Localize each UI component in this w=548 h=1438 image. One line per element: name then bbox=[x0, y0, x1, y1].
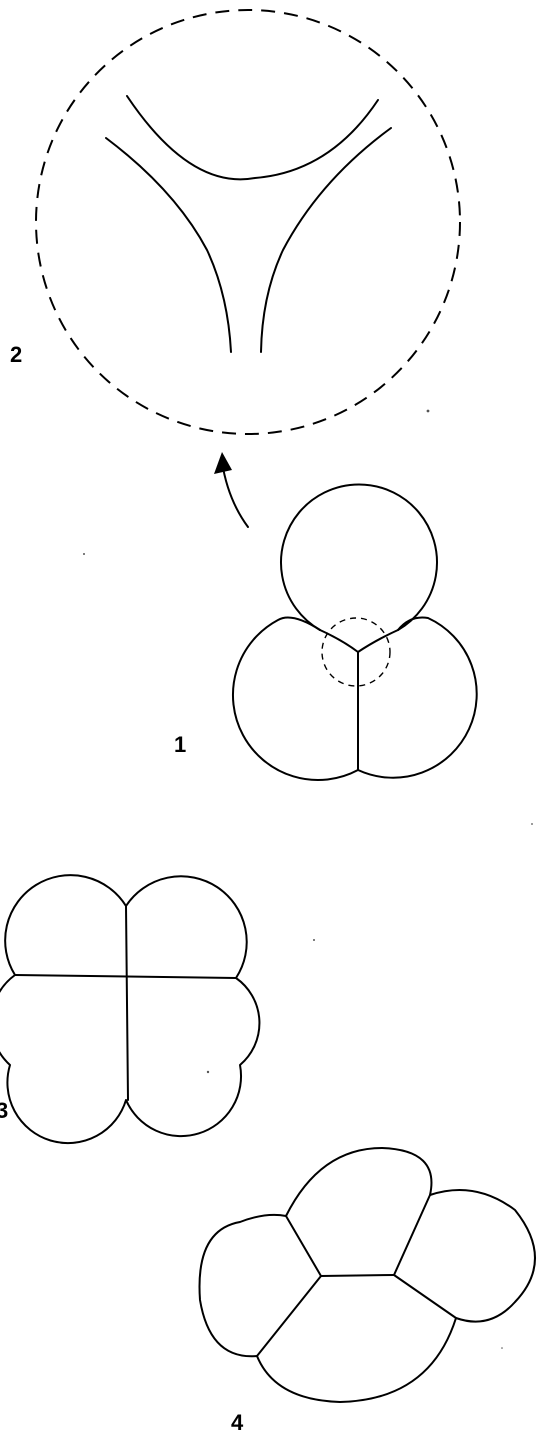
junction-top-wall bbox=[127, 96, 378, 179]
cell-top bbox=[281, 484, 437, 630]
magnification-arrow bbox=[214, 452, 248, 527]
wall-top-left-alt bbox=[286, 1216, 321, 1276]
four-cell-outline bbox=[0, 875, 259, 1143]
wall-vertical-4cell bbox=[126, 906, 128, 1100]
figure-2-enlarged-junction: 2 bbox=[10, 10, 460, 434]
junction-marker-circle bbox=[322, 618, 390, 686]
figure-1-three-cell-stage: 1 bbox=[174, 484, 477, 780]
figure-3-label: 3 bbox=[0, 1098, 8, 1123]
arrow-head bbox=[214, 452, 232, 474]
wall-bottom-right-alt bbox=[394, 1275, 456, 1318]
figure-3-four-cell-stage: 3 bbox=[0, 875, 259, 1143]
wall-bottom-left-alt bbox=[257, 1276, 321, 1356]
figure-2-label: 2 bbox=[10, 342, 22, 367]
junction-right-wall bbox=[261, 128, 391, 352]
scan-specks bbox=[83, 410, 533, 1349]
wall-top-right-alt bbox=[394, 1195, 430, 1275]
wall-left-upper bbox=[320, 630, 358, 652]
magnified-view-circle bbox=[36, 10, 460, 434]
cell-left bbox=[233, 618, 358, 780]
figure-4-label: 4 bbox=[231, 1410, 244, 1435]
figure-1-label: 1 bbox=[174, 732, 186, 757]
junction-left-wall bbox=[106, 138, 231, 352]
figure-4-four-cell-stage: 4 bbox=[200, 1148, 536, 1435]
arrow-shaft bbox=[222, 462, 248, 527]
wall-middle-alt bbox=[321, 1275, 394, 1276]
wall-right-upper bbox=[358, 630, 398, 652]
wall-horizontal-4cell bbox=[15, 975, 236, 978]
